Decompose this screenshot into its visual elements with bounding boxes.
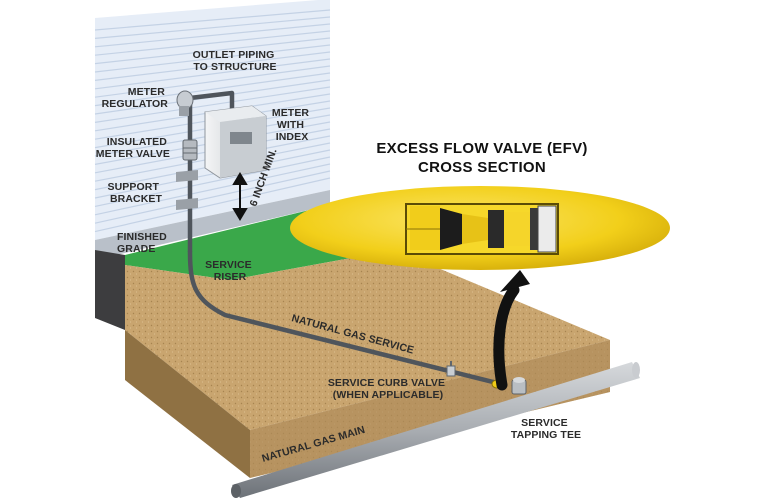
siding-line bbox=[94, 51, 331, 81]
meter-regulator-icon bbox=[176, 90, 194, 116]
six-inch-dimension-arrow bbox=[232, 172, 248, 221]
label-meter-regulator: METER REGULATOR bbox=[102, 86, 169, 110]
efv-title-line2: CROSS SECTION bbox=[418, 159, 546, 176]
siding-line bbox=[94, 149, 331, 199]
siding-line bbox=[94, 58, 331, 90]
service-curb-valve-icon bbox=[446, 361, 456, 377]
support-bracket-icon bbox=[176, 170, 198, 210]
natural-gas-service-line bbox=[187, 249, 508, 388]
label-insulated-meter-valve: INSULATED METER VALVE bbox=[96, 136, 170, 160]
siding-line bbox=[94, 30, 331, 56]
meter-with-index-icon bbox=[204, 105, 267, 179]
callout-arrow bbox=[493, 270, 530, 391]
efv-cross-section bbox=[290, 186, 670, 270]
siding-line bbox=[94, 44, 331, 73]
siding-line bbox=[94, 72, 331, 107]
label-finished-grade: FINISHED GRADE bbox=[117, 231, 170, 255]
foundation-dark bbox=[95, 250, 125, 330]
siding-line bbox=[94, 16, 331, 39]
foundation bbox=[95, 190, 330, 260]
label-service-riser: SERVICE RISER bbox=[205, 259, 255, 283]
natural-gas-main-pipe bbox=[231, 362, 640, 498]
wall-siding-lines bbox=[94, 9, 331, 233]
label-meter-with-index: METER WITH INDEX bbox=[272, 107, 312, 143]
siding-line bbox=[94, 65, 331, 98]
siding-line bbox=[94, 37, 331, 65]
soil-left-face bbox=[125, 330, 250, 478]
label-outlet-piping: OUTLET PIPING TO STRUCTURE bbox=[193, 49, 278, 73]
siding-line bbox=[94, 163, 331, 216]
siding-line bbox=[94, 86, 331, 123]
siding-line bbox=[94, 156, 331, 207]
efv-title-line1: EXCESS FLOW VALVE (EFV) bbox=[376, 140, 587, 157]
service-tapping-tee-icon bbox=[511, 377, 527, 395]
siding-line bbox=[94, 170, 331, 224]
soil-front-overlay bbox=[250, 340, 610, 478]
label-support-bracket: SUPPORT BRACKET bbox=[108, 181, 163, 205]
siding-line bbox=[94, 177, 331, 233]
soil-top bbox=[125, 250, 610, 430]
label-service-curb-valve: SERVICE CURB VALVE (WHEN APPLICABLE) bbox=[328, 377, 448, 401]
label-service-tapping-tee: SERVICE TAPPING TEE bbox=[511, 417, 581, 441]
insulated-meter-valve-icon bbox=[182, 139, 198, 161]
siding-line bbox=[94, 23, 331, 48]
siding-line bbox=[94, 9, 331, 31]
